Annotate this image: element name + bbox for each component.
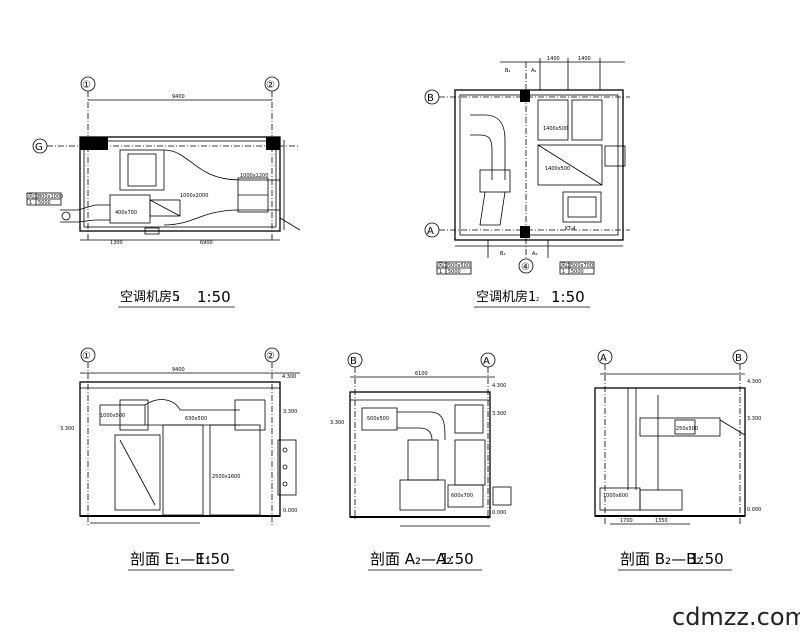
sec1-dim-c: 2500x1600 xyxy=(212,474,240,480)
sec1-level-4: 0.000 xyxy=(283,508,297,514)
sec1-dim-overall: 9400 xyxy=(172,367,185,373)
sec1-caption-scale: 1:50 xyxy=(196,550,230,568)
sec2-dim-a: 500x500 xyxy=(367,416,389,422)
sec2-axis-b: B xyxy=(350,356,357,367)
sec3-axis-b: B xyxy=(735,353,742,364)
plan2-tr-h2: 500x700 xyxy=(571,263,593,269)
plan2-tl-r1: 1 xyxy=(439,269,442,275)
sec3-dim-a: 1000x600 xyxy=(603,493,628,499)
plan2-tr-r2: 5000 xyxy=(571,269,584,275)
sec1-level-2: 3.300 xyxy=(283,409,297,415)
column-left xyxy=(80,137,108,150)
sec1-axis-1: ① xyxy=(82,351,91,362)
plan2-caption: 空调机房1 xyxy=(476,289,536,305)
plan1-dim-b: 6900 xyxy=(200,240,213,246)
plan1-caption-sub: 1 xyxy=(176,297,179,303)
plan2-tag-kt: KT-4 xyxy=(565,226,575,232)
sec2-caption-scale: 1:50 xyxy=(440,550,474,568)
sec3-level-1: 4.300 xyxy=(747,379,761,385)
plan1-dim-e: 400x700 xyxy=(115,210,137,216)
sec2-level-2: 3.300 xyxy=(330,420,344,426)
sec3-dim-d: 1350 xyxy=(655,518,668,524)
plan1-dim-c: 1000x1200 xyxy=(240,173,268,179)
sec3-level-2: 3.300 xyxy=(747,416,761,422)
sec1-dim-b: 630x500 xyxy=(185,416,207,422)
sec2-level-1: 4.300 xyxy=(492,383,506,389)
sec1-level-1: 4.300 xyxy=(282,374,296,380)
sec3-dim-c: 1700 xyxy=(620,518,633,524)
plan2-dim-3: 1400x500 xyxy=(545,166,570,172)
plan1-dim-d: 1000x2000 xyxy=(180,193,208,199)
sec1-caption: 剖面 E₁—E₁ xyxy=(130,550,211,568)
plan2-tag-a4-bot: A₄ xyxy=(532,251,537,257)
plan1-axis-1: ① xyxy=(82,80,91,91)
sec3-caption: 剖面 B₂—B₂ xyxy=(620,550,702,568)
sec2-level-4: 0.000 xyxy=(492,510,506,516)
section-a2-drawing: B A 6100 500x500 600x700 4.300 3.300 3.3… xyxy=(330,352,512,571)
plan1-dim-overall: 9400 xyxy=(172,94,185,100)
plan2-dim-2: 1400 xyxy=(578,56,591,62)
plan1-table-r1: 1 xyxy=(29,200,32,206)
sec2-level-3: 3.300 xyxy=(492,411,506,417)
plan2-tr-h1: 风口 xyxy=(561,263,571,269)
column-right xyxy=(266,137,280,150)
plan1-axis-g: G xyxy=(35,142,43,153)
sec1-axis-2: ② xyxy=(266,351,275,362)
plan2-tl-r2: 5000 xyxy=(448,269,461,275)
sec3-caption-scale: 1:50 xyxy=(690,550,724,568)
plan2-axis-b: B xyxy=(427,93,434,104)
plan2-tl-h2: 500x500 xyxy=(448,263,470,269)
plan1-dim-a: 1300 xyxy=(110,240,123,246)
section-b2-drawing: A B 1000x600 250x500 4.300 3.300 0.000 1… xyxy=(594,349,761,571)
plan1-table-h2: 800x1000 xyxy=(38,194,63,200)
plan2-tl-h1: 风口 xyxy=(438,263,448,269)
plan2-drawing: B A ④ 1400 1400 B₄ A₄ 1400x500 xyxy=(424,56,630,308)
sec3-level-3: 0.000 xyxy=(747,507,761,513)
plan2-tag-a4-top: A₄ xyxy=(531,68,536,74)
plan2-axis-a: A xyxy=(427,226,434,237)
plan1-drawing: ① ② G 9400 1300 xyxy=(26,76,301,308)
plan1-table-h1: 风口 xyxy=(28,194,38,200)
sec1-level-3: 3.300 xyxy=(60,426,74,432)
sec2-dim-b: 600x700 xyxy=(451,493,473,499)
plan2-tag-b4-bot: B₄ xyxy=(500,251,505,257)
sec1-dim-a: 1000x500 xyxy=(100,413,125,419)
sec3-axis-a: A xyxy=(600,353,607,364)
watermark: cdmzz.com xyxy=(672,603,800,631)
sec2-axis-a: A xyxy=(483,356,490,367)
plan2-caption-sub: 2 xyxy=(536,297,539,303)
sec2-caption: 剖面 A₂—A₂ xyxy=(370,550,452,568)
sec2-dim-overall: 6100 xyxy=(415,371,428,377)
plan2-tr-r1: 1 xyxy=(562,269,565,275)
plan1-table-r2: 5000 xyxy=(38,200,51,206)
plan2-dim-1: 1400 xyxy=(547,56,560,62)
section-e1-drawing: ① ② 9400 1000x500 630x500 2500x1600 4.30… xyxy=(60,347,300,571)
plan2-dim-4: 1400x500 xyxy=(543,126,568,132)
plan1-axis-2: ② xyxy=(266,80,275,91)
plan2-caption-scale: 1:50 xyxy=(551,288,585,306)
plan1-caption: 空调机房5 xyxy=(120,289,180,305)
plan1-caption-scale: 1:50 xyxy=(197,288,231,306)
sec3-dim-b: 250x500 xyxy=(676,426,698,432)
plan2-axis-4: ④ xyxy=(521,262,530,273)
plan2-tag-b4-top: B₄ xyxy=(505,68,510,74)
